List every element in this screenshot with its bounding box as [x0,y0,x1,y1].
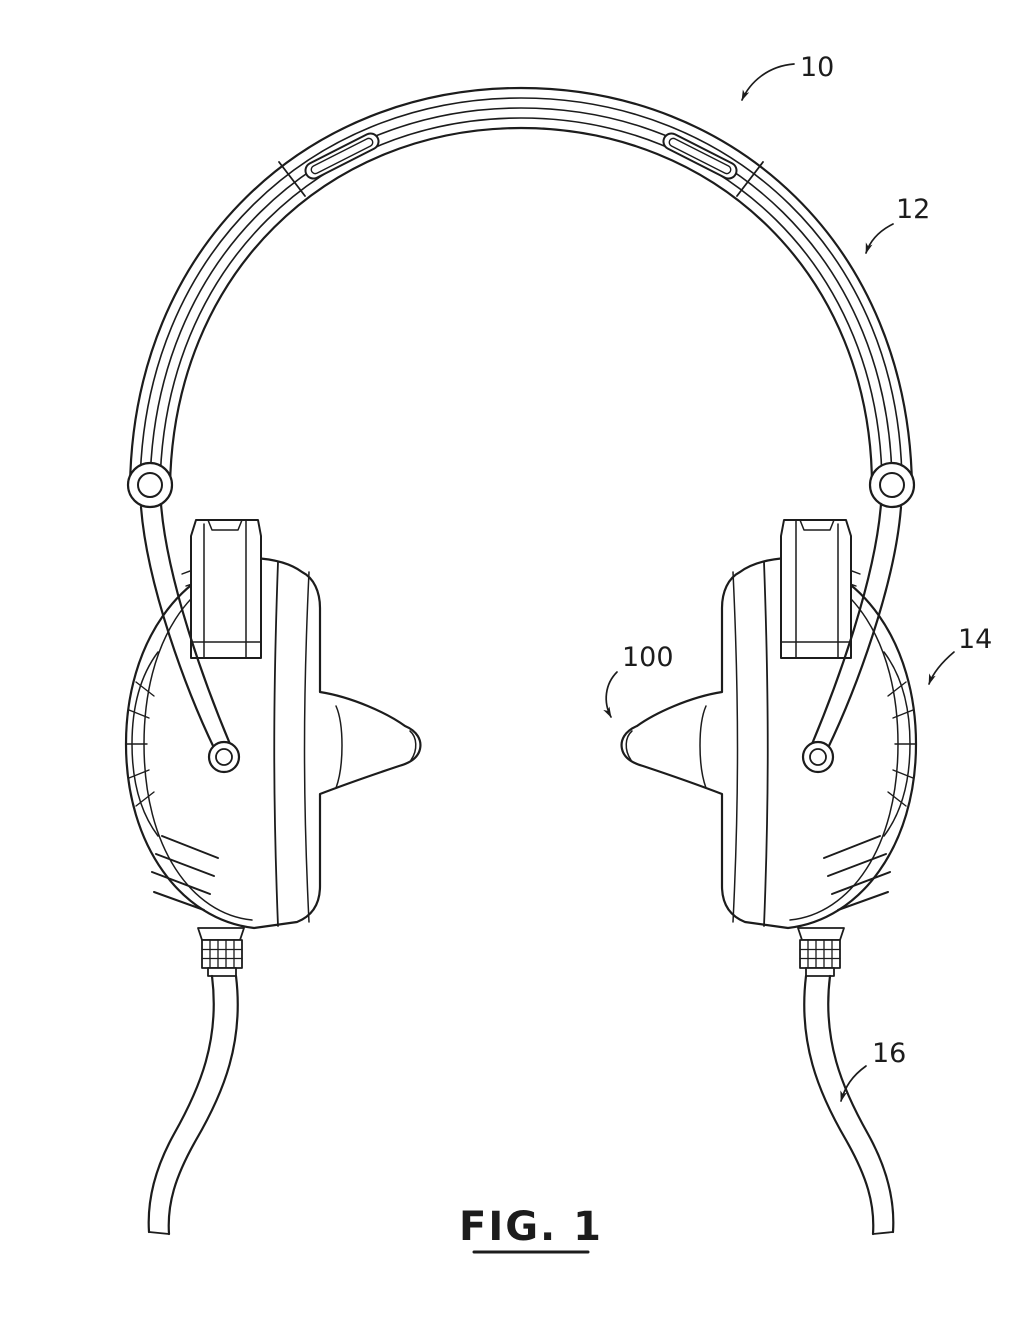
headband-joint-right [736,161,764,197]
ref-label-10: 10 [800,52,834,83]
leader-arrow-16 [840,1065,867,1102]
right-ear-assembly [620,461,918,1236]
headband-slot-left [304,132,380,180]
reference-labels: 10 12 14 100 16 [603,52,992,1102]
figure-caption-group: FIG. 1 [459,1204,603,1254]
left-ear-assembly [124,461,422,1236]
figure-caption: FIG. 1 [459,1204,603,1250]
headband [128,86,914,489]
ref-label-12-group: 12 [865,194,930,254]
ref-label-16-group: 16 [840,1038,906,1102]
leader-arrow-10 [741,63,795,101]
ref-label-12: 12 [896,194,930,225]
leader-arrow-100 [603,671,618,718]
ref-label-100: 100 [622,642,674,673]
headband-arc-4 [159,117,883,488]
headband-arc-outer [128,86,914,489]
headband-arc-inner [168,126,874,489]
ref-label-16: 16 [872,1038,906,1069]
ref-label-14-group: 14 [928,624,992,685]
headband-slot-right [662,132,738,180]
headband-arc-3 [149,107,893,488]
ref-label-100-group: 100 [603,642,674,718]
headband-arc-2 [139,97,903,488]
headband-joint-left [278,161,306,197]
ref-label-14: 14 [958,624,992,655]
leader-arrow-14 [928,651,955,685]
ref-label-10-group: 10 [741,52,834,101]
leader-arrow-12 [865,223,894,254]
